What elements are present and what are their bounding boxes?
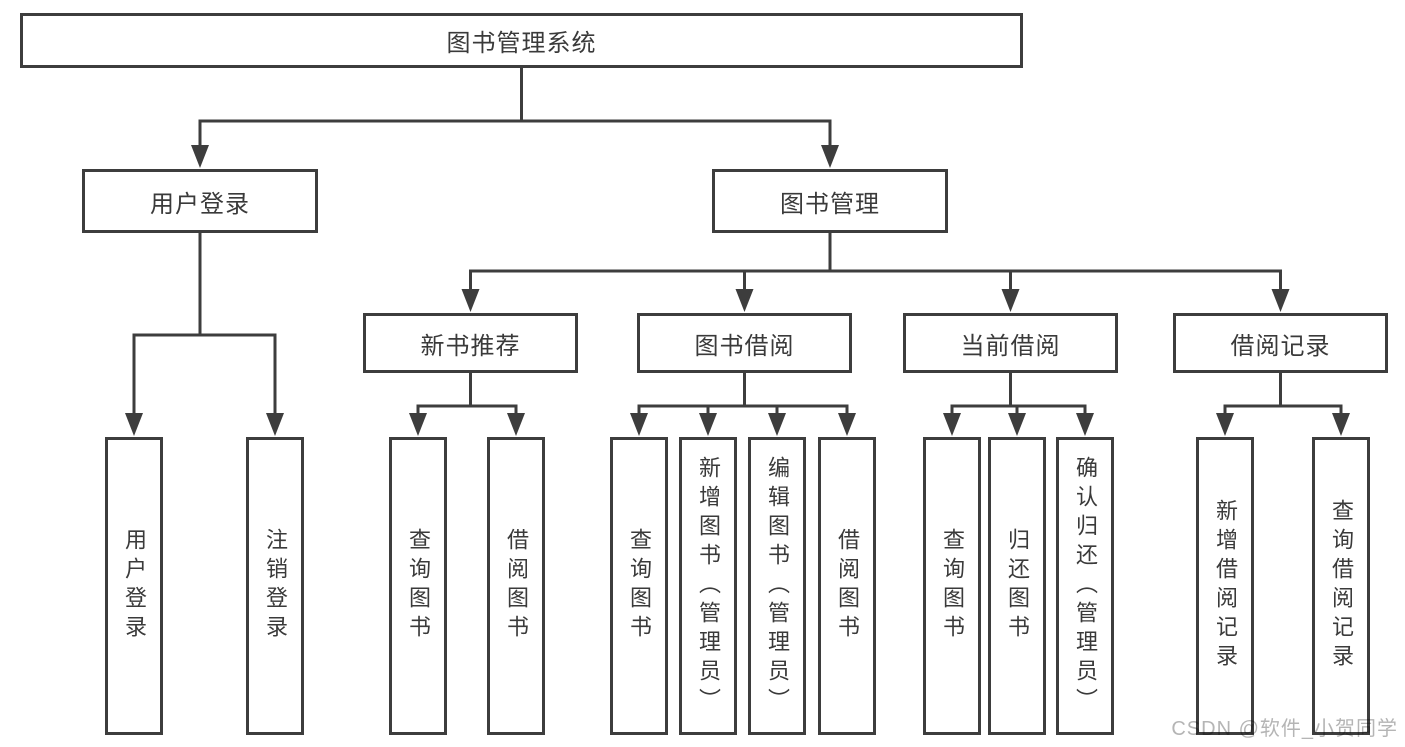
leaf-edit-book-admin: 编辑图书（管理员） bbox=[748, 437, 806, 735]
leaf-return-books: 归还图书 bbox=[988, 437, 1046, 735]
node-library-management-system: 图书管理系统 bbox=[20, 13, 1023, 68]
leaf-user-login: 用户登录 bbox=[105, 437, 163, 735]
leaf-query-borrow-record: 查询借阅记录 bbox=[1312, 437, 1370, 735]
node-new-book-recommend: 新书推荐 bbox=[363, 313, 578, 373]
leaf-query-books-recommend: 查询图书 bbox=[389, 437, 447, 735]
leaf-query-books-current: 查询图书 bbox=[923, 437, 981, 735]
node-book-management: 图书管理 bbox=[712, 169, 948, 233]
leaf-add-borrow-record: 新增借阅记录 bbox=[1196, 437, 1254, 735]
leaf-confirm-return-admin: 确认归还（管理员） bbox=[1056, 437, 1114, 735]
leaf-borrow-books-borrowing: 借阅图书 bbox=[818, 437, 876, 735]
leaf-query-books-borrowing: 查询图书 bbox=[610, 437, 668, 735]
leaf-logout-login: 注销登录 bbox=[246, 437, 304, 735]
leaf-add-book-admin: 新增图书（管理员） bbox=[679, 437, 737, 735]
node-borrowing-records: 借阅记录 bbox=[1173, 313, 1388, 373]
leaf-borrow-books-recommend: 借阅图书 bbox=[487, 437, 545, 735]
watermark: CSDN @软件_小贺同学 bbox=[1171, 718, 1398, 740]
node-user-login: 用户登录 bbox=[82, 169, 318, 233]
node-current-borrowing: 当前借阅 bbox=[903, 313, 1118, 373]
arrowheads bbox=[125, 145, 1350, 436]
node-book-borrowing: 图书借阅 bbox=[637, 313, 852, 373]
